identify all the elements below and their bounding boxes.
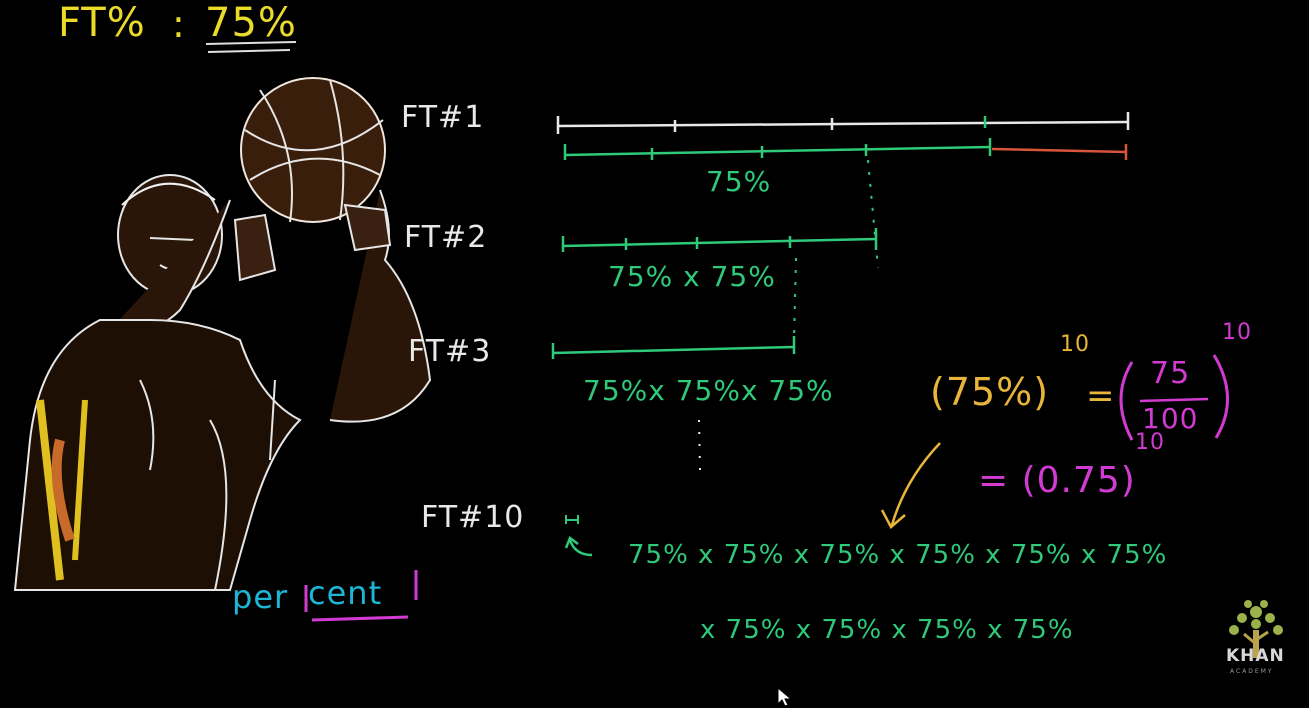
basketball-player-illustration — [13, 77, 432, 591]
cent-highlight — [304, 570, 418, 622]
equation-equals: = — [1086, 376, 1116, 416]
ft3-bar — [551, 336, 796, 359]
word-suffix: cent — [308, 574, 383, 612]
title-value: 75% — [205, 0, 297, 46]
ft10-bar — [565, 515, 579, 524]
mouse-cursor-icon — [777, 686, 793, 707]
title-label: FT% — [58, 0, 146, 46]
ft10-product-line1: 75% x 75% x 75% x 75% x 75% x 75% — [628, 540, 1168, 570]
fraction-denominator: 100 — [1142, 402, 1199, 435]
ft10-product-line2: x 75% x 75% x 75% x 75% — [700, 615, 1074, 645]
khan-academy-tree-icon — [1229, 600, 1283, 658]
title-separator: : — [172, 2, 186, 46]
equation-lhs: (75%) — [930, 370, 1050, 414]
ft2-label: FT#2 — [404, 220, 488, 255]
equation-lhs-exponent: 10 — [1060, 332, 1090, 357]
khan-academy-wordmark: KHAN — [1226, 646, 1285, 666]
ellipsis-dots — [698, 419, 701, 471]
fraction-exponent: 10 — [1222, 320, 1252, 345]
ft2-bar — [561, 228, 878, 252]
orange-arrow-icon — [880, 442, 941, 529]
ft1-made-bar — [563, 138, 992, 160]
equation-rhs-exponent: 10 — [1135, 430, 1165, 455]
ft1-to-ft2-guide — [867, 159, 879, 269]
fraction-left-paren — [1119, 361, 1134, 441]
ft1-label: FT#1 — [401, 100, 485, 135]
khan-academy-subtitle: ACADEMY — [1230, 668, 1274, 675]
ft2-to-ft3-guide — [793, 257, 797, 341]
fraction-right-paren — [1212, 354, 1229, 439]
ft10-label: FT#10 — [421, 500, 525, 535]
fraction-numerator: 75 — [1150, 356, 1191, 391]
equation-rhs: = (0.75) — [978, 460, 1136, 501]
ft3-label: FT#3 — [408, 334, 492, 369]
word-prefix: per — [232, 578, 289, 616]
ft1-caption: 75% — [706, 165, 772, 198]
ft3-caption: 75%x 75%x 75% — [583, 374, 834, 407]
ft1-full-bar — [556, 112, 1130, 134]
fraction-bar — [1139, 397, 1209, 403]
ft10-arrow-icon — [564, 536, 593, 557]
ft2-caption: 75% x 75% — [608, 260, 776, 293]
title-underline — [205, 41, 297, 53]
ft1-missed-bar — [991, 144, 1128, 160]
